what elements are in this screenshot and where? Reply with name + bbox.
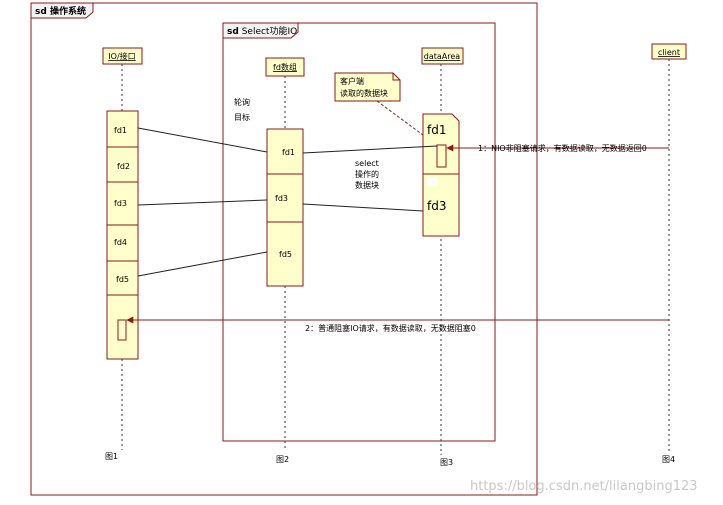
message-2-label: 2：普通阻塞IO请求，有数据读取，无数据阻塞0 <box>305 323 476 333</box>
io-cell-fd1: fd1 <box>114 126 127 135</box>
note-line2: 读取的数据块 <box>340 88 388 98</box>
io-port-title: IO/接口 <box>108 51 135 61</box>
io-cell-fd3: fd3 <box>114 199 127 208</box>
select-label-line2: 操作的 <box>355 169 379 179</box>
caption-figure-2: 图2 <box>276 455 289 464</box>
fd-array-title: fd数组 <box>273 62 297 72</box>
note-client-data-block: 客户端 读取的数据块 <box>334 72 424 136</box>
lifeline-data-area: dataArea fd1 fd3 <box>421 47 464 455</box>
io-cell-fd4: fd4 <box>114 238 127 247</box>
message-1-nio-request: 1：NIO非阻塞请求，有数据读取，无数据返回0 <box>446 143 669 153</box>
fd-array-cell-fd3: fd3 <box>275 194 288 203</box>
lifeline-io-port: IO/接口 fd1 fd2 fd3 fd4 fd5 <box>102 47 143 450</box>
caption-figure-4: 图4 <box>662 455 675 464</box>
data-area-cell-fd1: fd1 <box>427 123 446 137</box>
select-label-line3: 数据块 <box>355 180 379 190</box>
io-to-fd-array-links <box>137 127 268 277</box>
polling-label-line2: 目标 <box>234 112 250 122</box>
outer-frame-label: 操作系统 <box>50 5 86 17</box>
caption-figure-1: 图1 <box>105 452 118 461</box>
polling-label-line1: 轮询 <box>234 97 250 107</box>
inner-frame: sd Select功能IO <box>222 22 496 442</box>
io-cell-fd5: fd5 <box>116 275 129 284</box>
lifeline-fd-array: fd数组 fd1 fd3 fd5 <box>265 57 305 448</box>
fd-array-cell-fd1: fd1 <box>282 148 295 157</box>
data-area-title: dataArea <box>424 52 461 61</box>
outer-frame: sd 操作系统 <box>30 2 538 496</box>
inner-frame-keyword: sd <box>227 27 239 37</box>
message-2-blocking-request: 2：普通阻塞IO请求，有数据读取，无数据阻塞0 <box>126 316 669 333</box>
message-1-label: 1：NIO非阻塞请求，有数据读取，无数据返回0 <box>478 143 647 153</box>
svg-text:sd Select功能IO: sd Select功能IO <box>227 25 297 37</box>
lifeline-client: client <box>651 43 687 452</box>
caption-figure-3: 图3 <box>440 458 453 467</box>
outer-frame-keyword: sd <box>35 7 47 17</box>
data-area-cell-fd3: fd3 <box>427 199 446 213</box>
fd-array-cell-fd5: fd5 <box>279 250 292 259</box>
inner-frame-label: Select功能IO <box>242 25 298 37</box>
fd-array-to-data-area-links <box>302 145 438 212</box>
io-cell-fd2: fd2 <box>117 162 130 171</box>
select-label-line1: select <box>355 159 379 168</box>
client-title: client <box>658 48 680 57</box>
svg-text:sd 操作系统: sd 操作系统 <box>35 5 86 17</box>
watermark-text: https://blog.csdn.net/lilangbing123 <box>470 479 698 494</box>
note-line1: 客户端 <box>340 76 364 86</box>
